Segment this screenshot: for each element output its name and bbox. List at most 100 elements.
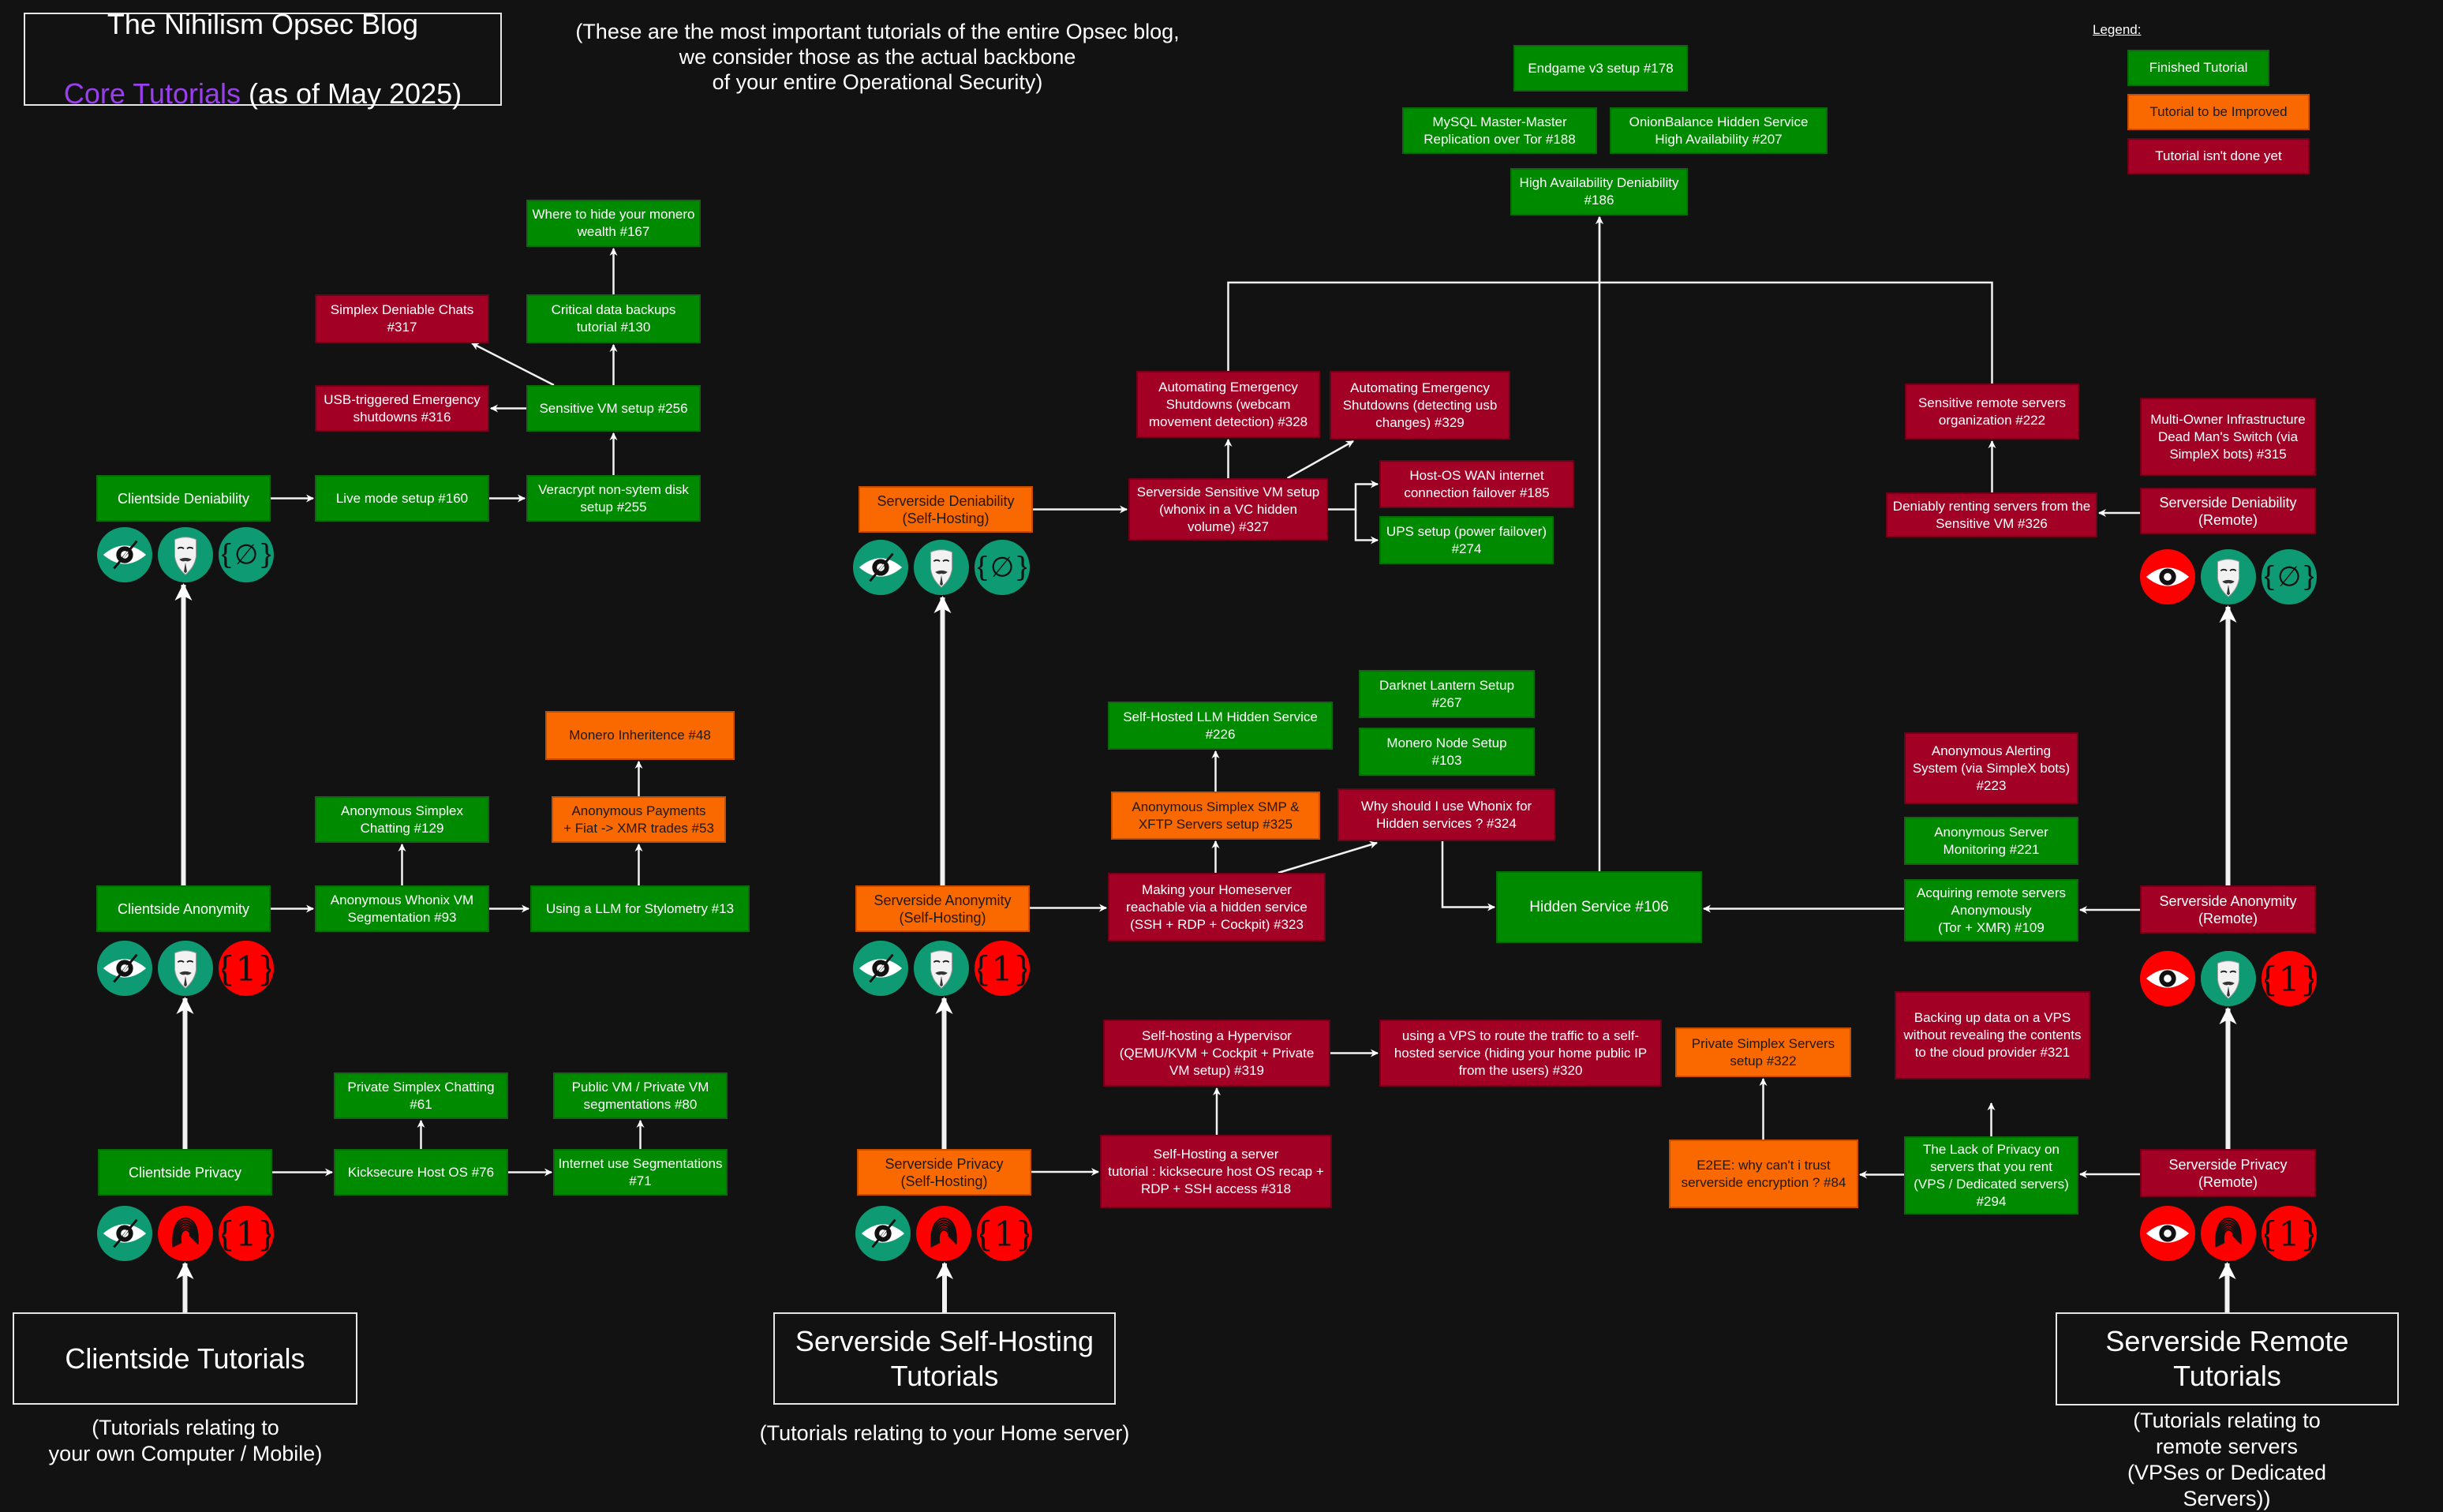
tutorial-node-n319[interactable]: Self-hosting a Hypervisor (QEMU/KVM + Co… — [1103, 1020, 1330, 1087]
tutorial-node-n327[interactable]: Serverside Sensitive VM setup (whonix in… — [1128, 478, 1328, 541]
category-clientside-caption: (Tutorials relating to your own Computer… — [48, 1416, 323, 1465]
eye-crossed-icon — [853, 941, 908, 996]
tutorial-node-n226[interactable]: Self-Hosted LLM Hidden Service #226 — [1108, 702, 1333, 750]
tutorial-node-n167[interactable]: Where to hide your monero wealth #167 — [526, 200, 701, 247]
svg-text:{1}: {1} — [222, 950, 271, 990]
tutorial-node-sh-deniability[interactable]: Serverside Deniability (Self-Hosting) — [859, 486, 1033, 533]
category-remote-caption: (Tutorials relating to remote servers (V… — [2127, 1409, 2327, 1510]
tutorial-node-client-anonymity[interactable]: Clientside Anonymity — [96, 885, 271, 932]
mask-icon — [914, 540, 969, 595]
fingerprint-icon — [158, 1206, 213, 1261]
tutorial-node-rm-deniability[interactable]: Serverside Deniability (Remote) — [2140, 488, 2316, 534]
page-title-date: (as of May 2025) — [240, 77, 462, 110]
tutorial-node-rm-anonymity[interactable]: Serverside Anonymity (Remote) — [2140, 885, 2316, 934]
tutorial-node-n325[interactable]: Anonymous Simplex SMP & XFTP Servers set… — [1111, 792, 1320, 840]
tutorial-node-n223[interactable]: Anonymous Alerting System (via SimpleX b… — [1904, 732, 2078, 804]
tutorial-node-n207[interactable]: OnionBalance Hidden Service High Availab… — [1610, 107, 1828, 154]
page-title-box: The Nihilism Opsec Blog Core Tutorials (… — [24, 8, 502, 110]
connector-n324-to-n106 — [1441, 841, 1495, 911]
singleton-set-icon: {1} — [219, 1206, 274, 1261]
tutorial-node-n71[interactable]: Internet use Segmentations #71 — [553, 1149, 728, 1196]
tutorial-node-n84[interactable]: E2EE: why can't i trust serverside encry… — [1669, 1140, 1858, 1208]
tutorial-node-n318[interactable]: Self-Hosting a server tutorial : kicksec… — [1100, 1135, 1332, 1208]
tutorial-node-n129[interactable]: Anonymous Simplex Chatting #129 — [315, 796, 489, 843]
tutorial-node-n322[interactable]: Private Simplex Servers setup #322 — [1675, 1027, 1851, 1077]
svg-text:{1}: {1} — [978, 950, 1027, 990]
tutorial-node-n76[interactable]: Kicksecure Host OS #76 — [334, 1149, 508, 1196]
tutorial-node-n316[interactable]: USB-triggered Emergency shutdowns #316 — [315, 385, 489, 432]
category-remote[interactable]: Serverside Remote Tutorials — [2056, 1312, 2399, 1405]
tutorial-node-n326[interactable]: Deniably renting servers from the Sensit… — [1886, 492, 2097, 537]
tutorial-node-n274[interactable]: UPS setup (power failover) #274 — [1379, 516, 1554, 564]
connector-n327-to-n329 — [1286, 440, 1354, 480]
tutorial-node-n321[interactable]: Backing up data on a VPS without reveali… — [1895, 991, 2090, 1080]
tutorial-node-n221[interactable]: Anonymous Server Monitoring #221 — [1904, 817, 2078, 865]
mask-icon — [2201, 549, 2256, 604]
mask-icon — [914, 941, 969, 996]
eye-crossed-icon — [97, 1206, 152, 1261]
tutorial-node-n178[interactable]: Endgame v3 setup #178 — [1513, 45, 1688, 92]
tutorial-node-n13[interactable]: Using a LLM for Stylometry #13 — [530, 885, 750, 932]
tutorial-node-n324[interactable]: Why should I use Whonix for Hidden servi… — [1337, 788, 1555, 841]
tutorial-node-n323[interactable]: Making your Homeserver reachable via a h… — [1108, 873, 1326, 941]
eye-crossed-icon — [853, 540, 908, 595]
tutorial-node-n317[interactable]: Simplex Deniable Chats #317 — [315, 294, 489, 343]
tutorial-node-n222[interactable]: Sensitive remote servers organization #2… — [1905, 384, 2079, 440]
tutorial-node-n256[interactable]: Sensitive VM setup #256 — [526, 385, 701, 432]
tutorial-node-client-deniability[interactable]: Clientside Deniability — [96, 475, 271, 522]
eye-icon — [2140, 549, 2195, 604]
svg-text:{∅}: {∅} — [222, 540, 271, 571]
tutorial-node-n93[interactable]: Anonymous Whonix VM Segmentation #93 — [315, 885, 489, 932]
tutorial-node-n315[interactable]: Multi-Owner Infrastructure Dead Man's Sw… — [2140, 398, 2316, 476]
tutorial-node-n329[interactable]: Automating Emergency Shutdowns (detectin… — [1330, 371, 1510, 440]
tutorial-node-n53[interactable]: Anonymous Payments + Fiat -> XMR trades … — [552, 796, 726, 843]
tutorial-node-sh-anonymity[interactable]: Serverside Anonymity (Self-Hosting) — [855, 885, 1030, 932]
tutorial-node-n186[interactable]: High Availability Deniability #186 — [1510, 168, 1688, 215]
category-selfhosting[interactable]: Serverside Self-Hosting Tutorials — [773, 1312, 1116, 1405]
tutorial-node-n103[interactable]: Monero Node Setup #103 — [1359, 728, 1535, 776]
tutorial-node-n130[interactable]: Critical data backups tutorial #130 — [526, 294, 701, 343]
page-title-accent: Core Tutorials — [63, 77, 241, 110]
tutorial-node-n185[interactable]: Host-OS WAN internet connection failover… — [1379, 460, 1574, 508]
singleton-set-icon: {1} — [219, 941, 274, 996]
svg-text:{1}: {1} — [222, 1215, 271, 1255]
fingerprint-icon — [916, 1206, 971, 1261]
mask-icon — [158, 941, 213, 996]
svg-text:{∅}: {∅} — [2265, 562, 2314, 593]
tutorial-node-n328[interactable]: Automating Emergency Shutdowns (webcam m… — [1136, 371, 1320, 438]
singleton-set-icon: {1} — [977, 1206, 1032, 1261]
tutorial-node-client-privacy[interactable]: Clientside Privacy — [98, 1149, 272, 1196]
tutorial-node-n109[interactable]: Acquiring remote servers Anonymously (To… — [1904, 879, 2078, 941]
tutorial-node-n61[interactable]: Private Simplex Chatting #61 — [334, 1072, 508, 1119]
tutorial-node-n267[interactable]: Darknet Lantern Setup #267 — [1359, 670, 1535, 718]
tutorial-node-n294[interactable]: The Lack of Privacy on servers that you … — [1904, 1136, 2078, 1214]
eye-crossed-icon — [855, 1206, 911, 1261]
connector-n323-to-n324 — [1278, 840, 1378, 874]
mask-icon — [158, 527, 213, 582]
tutorial-node-n80[interactable]: Public VM / Private VM segmentations #80 — [553, 1072, 728, 1119]
empty-set-icon: {∅} — [975, 540, 1030, 595]
connector-n222-to-n186 — [1599, 281, 1993, 384]
tutorial-node-n320[interactable]: using a VPS to route the traffic to a se… — [1379, 1020, 1662, 1087]
legend-finished: Finished Tutorial — [2127, 50, 2269, 86]
page-title: The Nihilism Opsec Blog — [107, 8, 419, 40]
tutorial-node-n255[interactable]: Veracrypt non-sytem disk setup #255 — [526, 475, 701, 522]
page-subtitle: (These are the most important tutorials … — [575, 20, 1180, 94]
singleton-set-icon: {1} — [975, 941, 1030, 996]
empty-set-icon: {∅} — [219, 527, 274, 582]
legend-label: Legend: — [2093, 22, 2142, 37]
eye-icon — [2140, 951, 2195, 1006]
category-clientside[interactable]: Clientside Tutorials — [13, 1312, 357, 1405]
eye-crossed-icon — [97, 941, 152, 996]
tutorial-node-n188[interactable]: MySQL Master-Master Replication over Tor… — [1402, 107, 1597, 154]
tutorial-node-n106[interactable]: Hidden Service #106 — [1496, 871, 1702, 943]
tutorial-node-n160[interactable]: Live mode setup #160 — [315, 475, 489, 522]
legend-notdone: Tutorial isn't done yet — [2127, 138, 2310, 174]
eye-crossed-icon — [97, 527, 152, 582]
legend-improve: Tutorial to be Improved — [2127, 94, 2310, 130]
tutorial-node-rm-privacy[interactable]: Serverside Privacy (Remote) — [2140, 1149, 2316, 1197]
eye-icon — [2140, 1206, 2195, 1261]
connector-n327-to-n185 — [1328, 480, 1379, 511]
tutorial-node-n48[interactable]: Monero Inheritence #48 — [545, 711, 735, 760]
tutorial-node-sh-privacy[interactable]: Serverside Privacy (Self-Hosting) — [857, 1149, 1031, 1196]
